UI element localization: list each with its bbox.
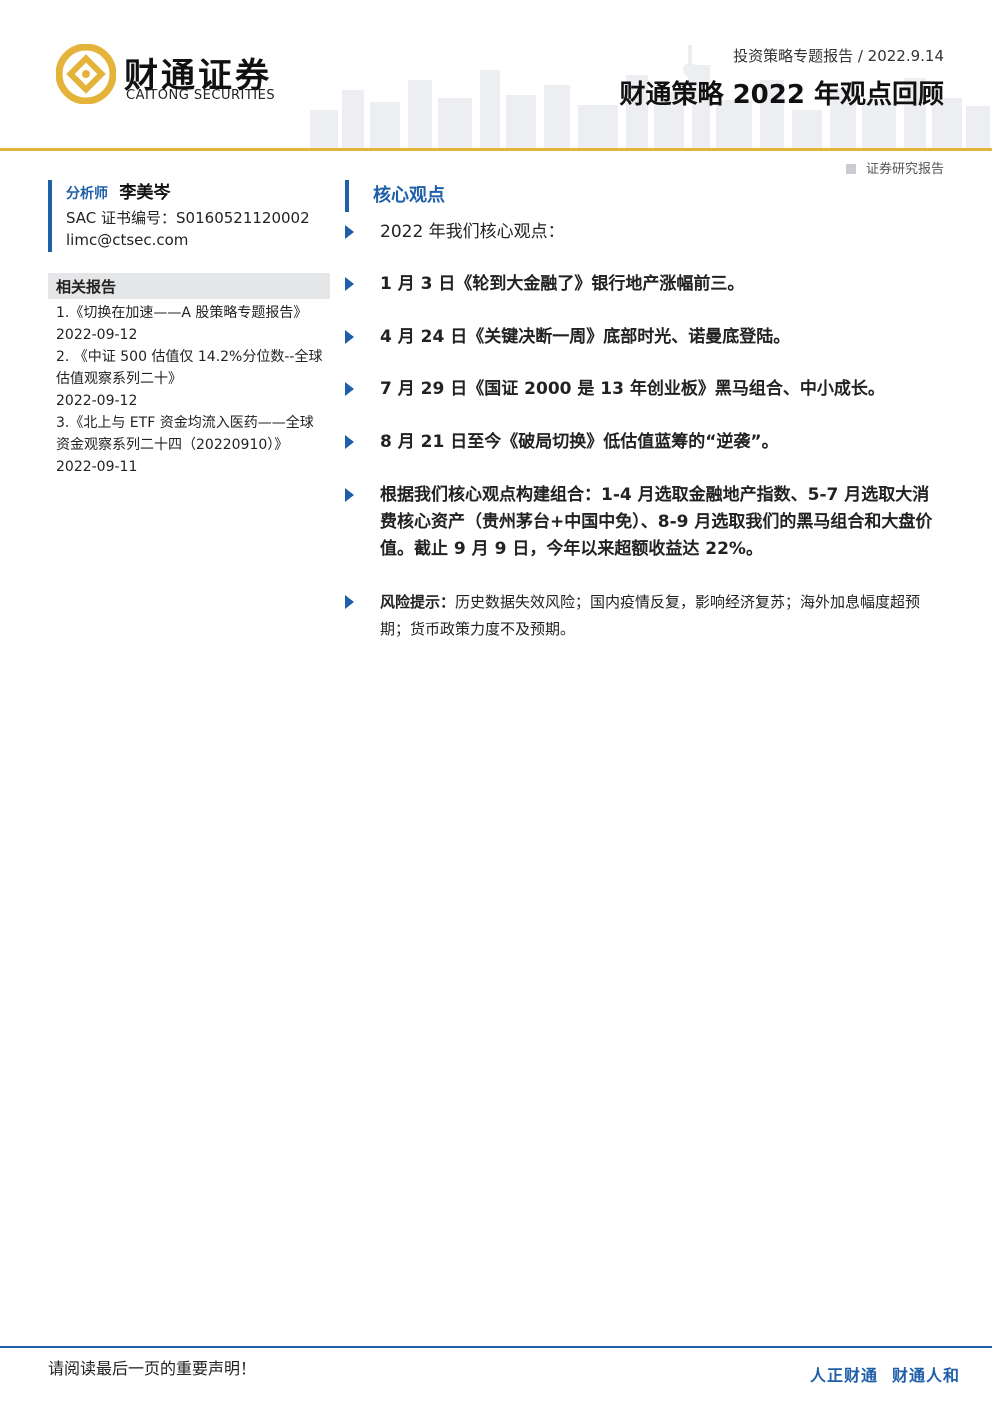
skyline-graphic	[310, 45, 990, 150]
related-report-date: 2022-09-12	[56, 393, 138, 409]
related-report-title: 2. 《中证 500 估值仅 14.2%分位数--全球估值观察系列二十》	[56, 349, 323, 387]
core-point-4: 8 月 21 日至今《破局切换》低估值蓝筹的“逆袭”。	[380, 432, 779, 452]
bullet-arrow-icon	[345, 488, 354, 502]
footer-notice: 请阅读最后一页的重要声明！	[48, 1359, 257, 1378]
caitong-logo-icon	[56, 44, 116, 104]
brand-name-en: CAITONG SECURITIES	[126, 88, 276, 103]
analyst-sac-number: SAC 证书编号：S0160521120002	[66, 209, 310, 227]
bullet-arrow-icon	[345, 595, 354, 609]
bullet-arrow-icon	[345, 330, 354, 344]
core-point-portfolio: 根据我们核心观点构建组合：1-4 月选取金融地产指数、5-7 月选取大消费核心资…	[380, 485, 933, 559]
bullet-arrow-icon	[345, 277, 354, 291]
risk-text: 历史数据失效风险；国内疫情反复，影响经济复苏；海外加息幅度超预期；货币政策力度不…	[380, 593, 921, 638]
bullet-arrow-icon	[345, 435, 354, 449]
core-point-risk: 风险提示：历史数据失效风险；国内疫情反复，影响经济复苏；海外加息幅度超预期；货币…	[380, 589, 945, 643]
risk-label: 风险提示：	[380, 593, 456, 611]
page-header: 财通证券 CAITONG SECURITIES 投资策略专题报告 / 2022.…	[0, 0, 992, 152]
related-report-title: 1.《切换在加速——A 股策略专题报告》	[56, 305, 308, 321]
analyst-card: 分析师 李美岑 SAC 证书编号：S0160521120002 limc@cts…	[48, 180, 346, 252]
header-divider	[0, 148, 992, 151]
footer-divider	[0, 1346, 992, 1348]
related-report-item[interactable]: 2. 《中证 500 估值仅 14.2%分位数--全球估值观察系列二十》 202…	[56, 346, 326, 412]
core-views-header: 核心观点	[345, 180, 445, 212]
footer-slogan-2: 财通人和	[891, 1366, 960, 1385]
bullet-arrow-icon	[345, 382, 354, 396]
bullet-arrow-icon	[345, 225, 354, 239]
footer-slogan: 人正财通财通人和	[796, 1362, 960, 1386]
related-report-item[interactable]: 3.《北上与 ETF 资金均流入医药——全球资金观察系列二十四（20220910…	[56, 412, 326, 478]
report-kind-label: 证券研究报告	[845, 158, 944, 177]
analyst-name: 李美岑	[119, 183, 171, 203]
report-type-date: 投资策略专题报告 / 2022.9.14	[733, 47, 944, 65]
related-report-date: 2022-09-12	[56, 327, 138, 343]
report-title: 财通策略 2022 年观点回顾	[619, 80, 944, 110]
core-views-title: 核心观点	[373, 185, 445, 206]
analyst-email[interactable]: limc@ctsec.com	[66, 231, 189, 249]
core-point-1: 1 月 3 日《轮到大金融了》银行地产涨幅前三。	[380, 274, 745, 294]
related-reports-title: 相关报告	[56, 278, 117, 296]
core-point-3: 7 月 29 日《国证 2000 是 13 年创业板》黑马组合、中小成长。	[380, 379, 885, 399]
report-kind-text: 证券研究报告	[865, 162, 944, 177]
analyst-name-row: 分析师 李美岑	[66, 180, 346, 207]
related-report-title: 3.《北上与 ETF 资金均流入医药——全球资金观察系列二十四（20220910…	[56, 415, 314, 453]
footer-slogan-1: 人正财通	[809, 1366, 878, 1385]
related-report-date: 2022-09-11	[56, 459, 138, 475]
analyst-label: 分析师	[66, 186, 108, 202]
square-bullet-icon	[845, 164, 856, 174]
related-report-item[interactable]: 1.《切换在加速——A 股策略专题报告》 2022-09-12	[56, 302, 326, 346]
related-reports-header: 相关报告	[48, 273, 330, 299]
related-reports-list: 1.《切换在加速——A 股策略专题报告》 2022-09-12 2. 《中证 5…	[56, 302, 326, 478]
core-point-2: 4 月 24 日《关键决断一周》底部时光、诺曼底登陆。	[380, 327, 791, 347]
brand-name-cn: 财通证券	[124, 56, 272, 96]
core-point-intro: 2022 年我们核心观点：	[380, 222, 565, 242]
